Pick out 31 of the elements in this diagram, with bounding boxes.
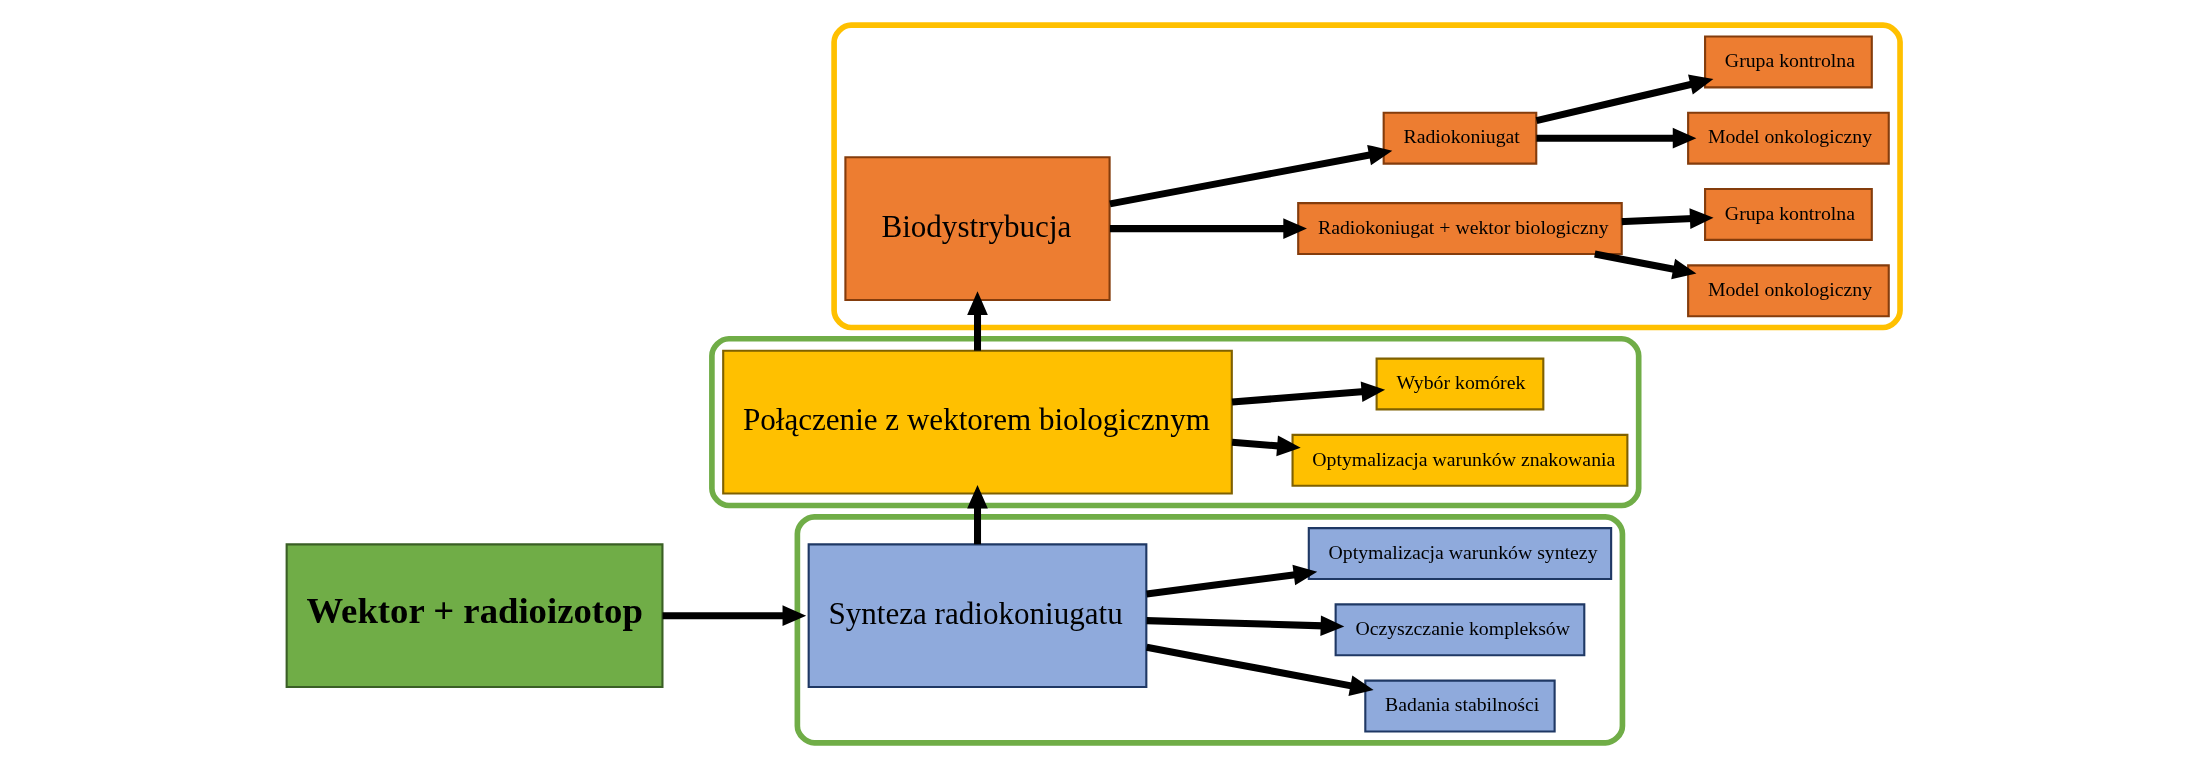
node-box: Synteza radiokoniugatu — [807, 543, 1147, 689]
arrow — [1621, 208, 1714, 229]
node-box: Model onkologiczny — [1686, 111, 1890, 165]
arrow — [966, 291, 988, 351]
cluster — [830, 22, 1903, 331]
node-box: Optymalizacja warunków syntezy — [1307, 527, 1612, 580]
node-box: Radiokoniugat + wektor biologiczny — [1296, 202, 1623, 256]
node-box: Optymalizacja warunków znakowania — [1291, 433, 1628, 487]
node-box: Badania stabilności — [1363, 679, 1556, 733]
node-box: Połączenie z wektorem biologicznym — [721, 349, 1233, 495]
node-box: Wybór komórek — [1375, 357, 1544, 411]
arrow — [1231, 381, 1385, 406]
arrow — [1109, 218, 1307, 239]
arrow — [966, 484, 988, 545]
arrow — [662, 605, 806, 627]
node-box: Grupa kontrolna — [1703, 188, 1873, 241]
arrow — [1593, 250, 1696, 280]
arrow — [1145, 643, 1374, 696]
cluster — [794, 513, 1625, 746]
node-box: Radiokoniugat — [1382, 111, 1537, 165]
node-box: Model onkologiczny — [1686, 264, 1890, 318]
arrow — [1231, 435, 1301, 457]
arrow — [1145, 564, 1317, 598]
node-box: Oczyszczanie kompleksów — [1334, 603, 1585, 657]
arrow — [1535, 74, 1713, 124]
arrow — [1108, 144, 1392, 208]
arrow — [1146, 615, 1344, 637]
node-box: Grupa kontrolna — [1703, 35, 1873, 89]
node-box: Biodystrybucja — [843, 156, 1111, 301]
arrow — [1536, 127, 1696, 149]
node-box: Wektor + radioizotop — [285, 543, 663, 689]
